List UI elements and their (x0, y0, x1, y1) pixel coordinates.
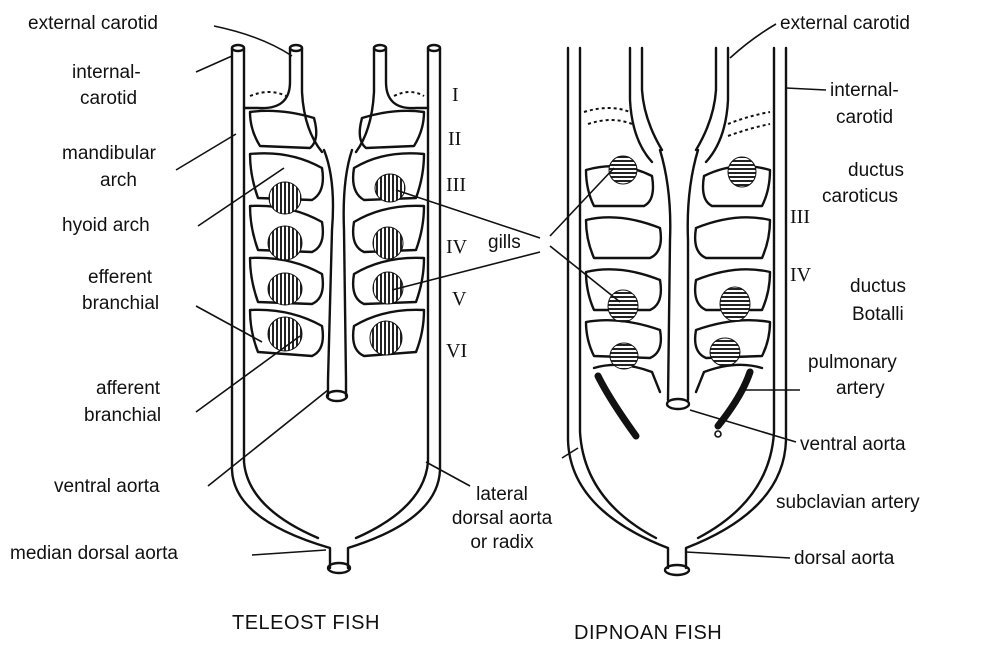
dipnoan-arch-number-IV: IV (790, 264, 811, 287)
label-lateral-dorsal-aorta-line1: lateral (432, 484, 572, 506)
title-dipnoan-fish: DIPNOAN FISH (574, 622, 722, 645)
arch-number-VI: VI (446, 340, 467, 363)
dipnoan-gill (728, 157, 756, 187)
teleost-left-carotid-inner (302, 48, 322, 152)
teleost-gill (373, 227, 403, 259)
label-ductus-botalli-line2: Botalli (852, 304, 904, 326)
label-ventral-aorta-teleost: ventral aorta (54, 476, 160, 498)
dipnoan-arch-number-III: III (790, 206, 810, 229)
title-teleost-fish: TELEOST FISH (232, 612, 380, 635)
label-ductus-caroticus-line2: caroticus (822, 186, 898, 208)
dipnoan-dorsal-aorta-opening (665, 565, 689, 575)
teleost-gill (370, 321, 402, 355)
dipnoan-gill (608, 290, 638, 322)
teleost-gill (268, 226, 302, 260)
label-ductus-botalli-line1: ductus (850, 276, 906, 298)
label-ventral-aorta-dipnoan: ventral aorta (800, 434, 906, 456)
arch-number-II: II (448, 128, 461, 151)
arch-number-V: V (452, 288, 466, 311)
label-efferent-branchial-line2: branchial (82, 293, 159, 315)
teleost-gill (375, 174, 405, 202)
label-internal-carotid-teleost-line1: internal- (72, 62, 141, 84)
label-ductus-caroticus-line1: ductus (848, 160, 904, 182)
label-pulmonary-artery-line2: artery (836, 378, 885, 400)
teleost-gill (268, 273, 302, 305)
label-mandibular-arch-line1: mandibular (62, 143, 156, 165)
label-internal-carotid-teleost-line2: carotid (80, 88, 137, 110)
dipnoan-gill (610, 343, 638, 369)
teleost-right-outer-wall (348, 48, 440, 568)
arch-number-I: I (452, 84, 459, 107)
label-external-carotid-dipnoan: external carotid (780, 13, 910, 35)
dipnoan-pulmonary-artery-left (598, 376, 636, 436)
label-external-carotid-teleost: external carotid (28, 13, 158, 35)
label-lateral-dorsal-aorta-line3: or radix (432, 532, 572, 554)
teleost-left-carotid (244, 48, 290, 108)
label-mandibular-arch-line2: arch (100, 170, 137, 192)
teleost-ventral-aorta (324, 150, 333, 396)
label-median-dorsal-aorta: median dorsal aorta (10, 543, 178, 565)
dipnoan-gill (710, 338, 740, 366)
label-gills: gills (488, 232, 521, 254)
teleost-gill (268, 317, 302, 351)
label-dorsal-aorta-dipnoan: dorsal aorta (794, 548, 894, 570)
label-pulmonary-artery-line1: pulmonary (808, 352, 897, 374)
teleost-ventral-aorta-opening (327, 391, 347, 401)
label-efferent-branchial-line1: efferent (88, 267, 152, 289)
arch-number-III: III (446, 174, 466, 197)
label-afferent-branchial-line1: afferent (96, 378, 160, 400)
label-lateral-dorsal-aorta-line2: dorsal aorta (422, 508, 582, 530)
teleost-dorsal-aorta-opening (328, 563, 350, 573)
label-internal-carotid-dipnoan-line1: internal- (830, 80, 899, 102)
dipnoan-diagram (568, 48, 786, 575)
teleost-diagram (232, 45, 440, 573)
arch-number-IV: IV (446, 236, 467, 259)
dipnoan-pulmonary-artery-right (718, 372, 750, 426)
label-afferent-branchial-line2: branchial (84, 405, 161, 427)
dipnoan-ventral-aorta (660, 150, 670, 400)
teleost-gill (269, 182, 301, 214)
label-internal-carotid-dipnoan-line2: carotid (836, 107, 893, 129)
dipnoan-gill (720, 287, 750, 321)
dipnoan-ventral-aorta-opening (667, 399, 689, 409)
label-hyoid-arch: hyoid arch (62, 215, 150, 237)
label-subclavian-artery: subclavian artery (776, 492, 920, 514)
